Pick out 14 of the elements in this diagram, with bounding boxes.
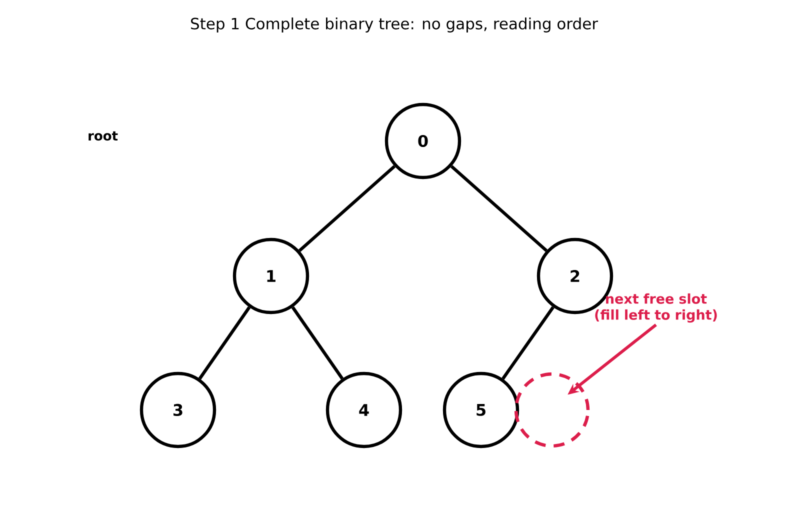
annotation-text: next free slot (fill left to right) <box>595 293 717 323</box>
tree-node: 1 <box>232 238 310 314</box>
tree-edge <box>291 306 344 380</box>
tree-edge <box>298 165 396 252</box>
empty-slot <box>514 372 590 448</box>
tree-edge <box>450 165 548 252</box>
tree-edge <box>502 306 554 380</box>
tree-node: 3 <box>140 372 216 448</box>
title: Step 1 Complete binary tree: no gaps, reading order <box>191 17 598 32</box>
root-label: root <box>88 131 118 141</box>
tree-node: 4 <box>326 372 402 448</box>
tree-node: 5 <box>442 372 520 448</box>
tree-node: 0 <box>384 102 462 180</box>
tree-edge <box>198 306 251 380</box>
